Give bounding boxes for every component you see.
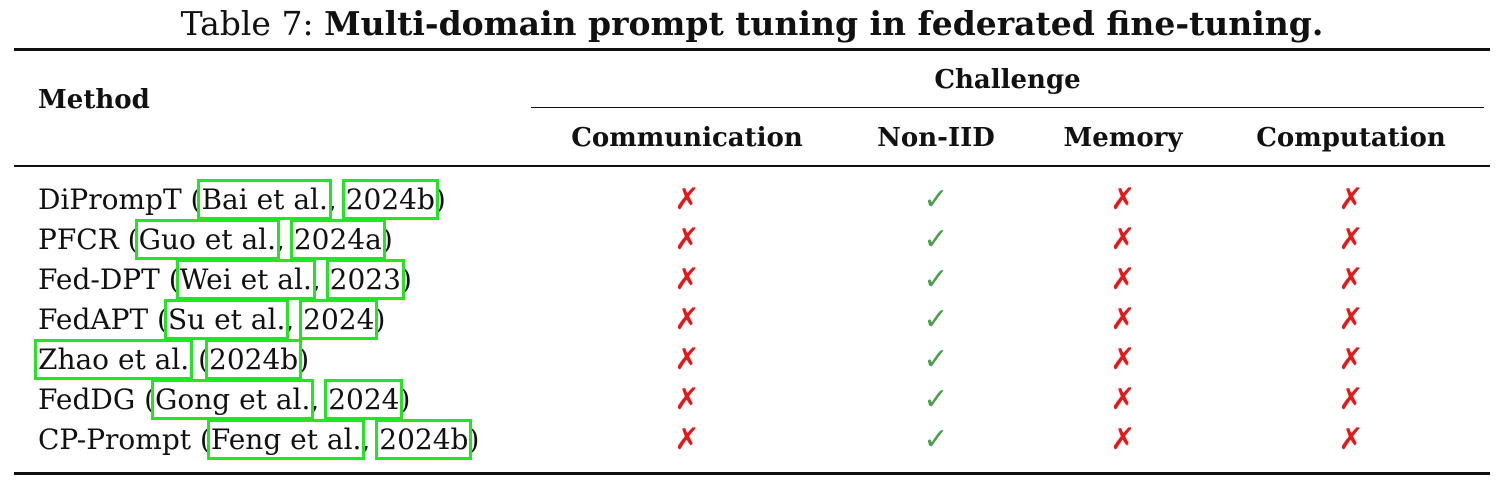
cross-icon-communication: ✗ [674,342,700,377]
caption-title: Multi-domain prompt tuning in federated … [324,4,1324,43]
method-name: Fed-DPT [38,263,160,296]
cross-icon-communication: ✗ [674,302,700,337]
check-icon-non-iid: ✓ [923,222,949,257]
citation-author-link[interactable]: Guo et al. [134,219,281,260]
cross-icon-computation: ✗ [1338,382,1364,417]
citation-year-link[interactable]: 2024a [289,219,386,260]
cross-icon-memory: ✗ [1110,302,1136,337]
cross-icon-computation: ✗ [1338,222,1364,257]
citation-author-link[interactable]: Zhao et al. [33,339,194,380]
cross-icon-memory: ✗ [1110,382,1136,417]
citation-year-link[interactable]: 2024b [375,419,473,460]
column-header-memory: Memory [1063,123,1183,153]
cross-icon-computation: ✗ [1338,342,1364,377]
check-icon-non-iid: ✓ [923,382,949,417]
method-name: PFCR [38,223,119,256]
citation-author-link[interactable]: Gong et al. [151,379,315,420]
check-icon-non-iid: ✓ [923,422,949,457]
header-rule [14,165,1490,167]
cross-icon-computation: ✗ [1338,422,1364,457]
cross-icon-memory: ✗ [1110,222,1136,257]
table-row: Zhao et al. (2024b) ✗ ✓ ✗ ✗ [0,339,1504,380]
method-cell: FedAPT (Su et al., 2024) [38,299,386,340]
table-row: FedAPT (Su et al., 2024) ✗ ✓ ✗ ✗ [0,299,1504,340]
challenge-header: Challenge [934,65,1081,95]
table-row: DiPrompT (Bai et al., 2024b) ✗ ✓ ✗ ✗ [0,179,1504,220]
cross-icon-computation: ✗ [1338,262,1364,297]
check-icon-non-iid: ✓ [923,182,949,217]
column-header-computation: Computation [1256,123,1446,153]
citation-year-link[interactable]: 2024b [341,179,439,220]
method-header: Method [38,85,150,115]
citation-author-link[interactable]: Wei et al. [175,259,316,300]
method-name: CP-Prompt [38,423,192,456]
top-rule [14,48,1490,51]
cross-icon-memory: ✗ [1110,342,1136,377]
citation-year-link[interactable]: 2024 [299,299,379,340]
citation-year-link[interactable]: 2023 [325,259,405,300]
table-row: PFCR (Guo et al., 2024a) ✗ ✓ ✗ ✗ [0,219,1504,260]
cross-icon-communication: ✗ [674,382,700,417]
table-row: CP-Prompt (Feng et al., 2024b) ✗ ✓ ✗ ✗ [0,419,1504,460]
bottom-rule [14,472,1490,475]
cross-icon-communication: ✗ [674,262,700,297]
caption-label: Table 7: [180,4,314,43]
cross-icon-computation: ✗ [1338,182,1364,217]
challenge-rule [531,107,1484,108]
check-icon-non-iid: ✓ [923,342,949,377]
column-header-communication: Communication [571,123,803,153]
citation-author-link[interactable]: Feng et al. [206,419,366,460]
table-row: Fed-DPT (Wei et al., 2023) ✗ ✓ ✗ ✗ [0,259,1504,300]
method-cell: DiPrompT (Bai et al., 2024b) [38,179,446,220]
cross-icon-memory: ✗ [1110,422,1136,457]
cross-icon-communication: ✗ [674,422,700,457]
citation-author-link[interactable]: Su et al. [163,299,290,340]
cross-icon-computation: ✗ [1338,302,1364,337]
citation-year-link[interactable]: 2024b [205,339,303,380]
method-name: FedDG [38,383,136,416]
cross-icon-communication: ✗ [674,182,700,217]
method-cell: Zhao et al. (2024b) [33,339,310,380]
cross-icon-communication: ✗ [674,222,700,257]
table-caption: Table 7: Multi-domain prompt tuning in f… [0,4,1504,44]
column-header-non-iid: Non-IID [877,123,995,153]
method-cell: Fed-DPT (Wei et al., 2023) [38,259,412,300]
method-name: FedAPT [38,303,149,336]
check-icon-non-iid: ✓ [923,302,949,337]
method-name: DiPrompT [38,183,182,216]
method-cell: FedDG (Gong et al., 2024) [38,379,411,420]
method-cell: CP-Prompt (Feng et al., 2024b) [38,419,480,460]
table-row: FedDG (Gong et al., 2024) ✗ ✓ ✗ ✗ [0,379,1504,420]
citation-year-link[interactable]: 2024 [324,379,404,420]
cross-icon-memory: ✗ [1110,182,1136,217]
cross-icon-memory: ✗ [1110,262,1136,297]
check-icon-non-iid: ✓ [923,262,949,297]
citation-author-link[interactable]: Bai et al. [197,179,332,220]
method-cell: PFCR (Guo et al., 2024a) [38,219,393,260]
